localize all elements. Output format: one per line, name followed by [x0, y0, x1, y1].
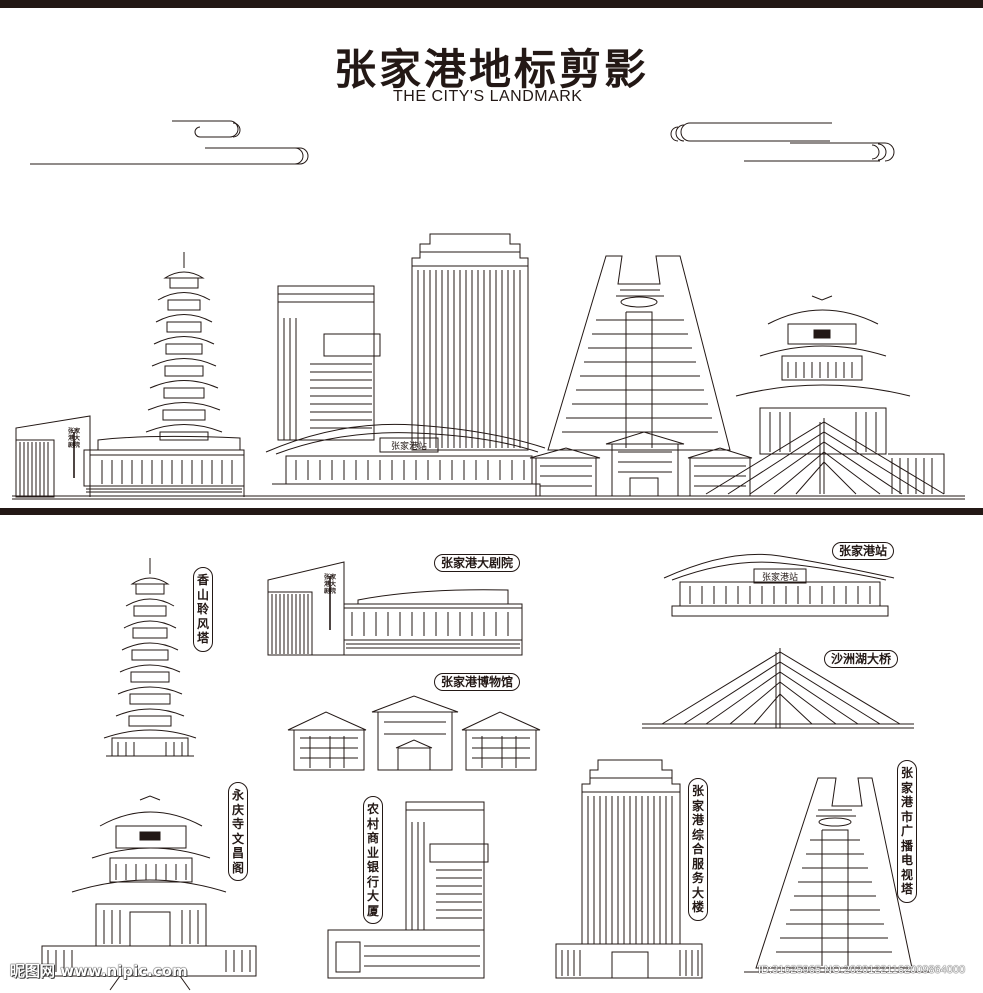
cloud-right	[670, 122, 895, 162]
pagoda-drawing	[103, 558, 197, 757]
label-tvtower: 张家港市广播电视塔	[897, 760, 917, 903]
pavilion-drawing	[41, 795, 257, 991]
station-top: 张家港站	[265, 423, 546, 496]
pagoda-top	[145, 252, 223, 441]
label-bank: 农村商业银行大厦	[363, 796, 383, 924]
label-pagoda: 香山聆风塔	[193, 567, 213, 652]
label-bridge: 沙洲湖大桥	[824, 650, 899, 668]
station-drawing: 张家港站	[663, 553, 895, 617]
bank-drawing	[327, 801, 489, 979]
bridge-top	[705, 418, 945, 495]
label-pavilion: 永庆寺文昌阁	[228, 782, 248, 881]
page-title: 张家港地标剪影	[333, 45, 649, 94]
label-station: 张家港站	[832, 542, 895, 560]
station-sign: 张家港站	[762, 571, 798, 583]
divider-band	[0, 508, 983, 515]
theater-sign-top: 张家港大剧院	[68, 428, 81, 449]
label-museum: 张家港博物馆	[434, 673, 521, 691]
theater-drawing	[267, 561, 523, 656]
label-service: 张家港综合服务大楼	[688, 778, 708, 921]
station-sign-top: 张家港站	[391, 440, 427, 452]
museum-top	[529, 431, 753, 497]
top-band	[0, 0, 983, 8]
museum-drawing	[287, 695, 541, 771]
page-subtitle: THE CITY'S LANDMARK	[393, 88, 583, 105]
cloud-left	[30, 120, 309, 165]
theater-sign: 张家港大剧院	[324, 574, 337, 595]
label-theater: 张家港大剧院	[434, 554, 521, 572]
watermark-left: 昵图网 www.nipic.com	[10, 962, 188, 980]
pavilion-top	[735, 295, 911, 455]
tv-tower-drawing	[744, 777, 930, 973]
watermark-right: ID:31625965 NO:20201221162009864000	[758, 964, 966, 976]
skyline-top: 张家港站	[12, 233, 965, 500]
bridge-drawing	[642, 648, 914, 729]
service-building-drawing	[555, 759, 703, 979]
